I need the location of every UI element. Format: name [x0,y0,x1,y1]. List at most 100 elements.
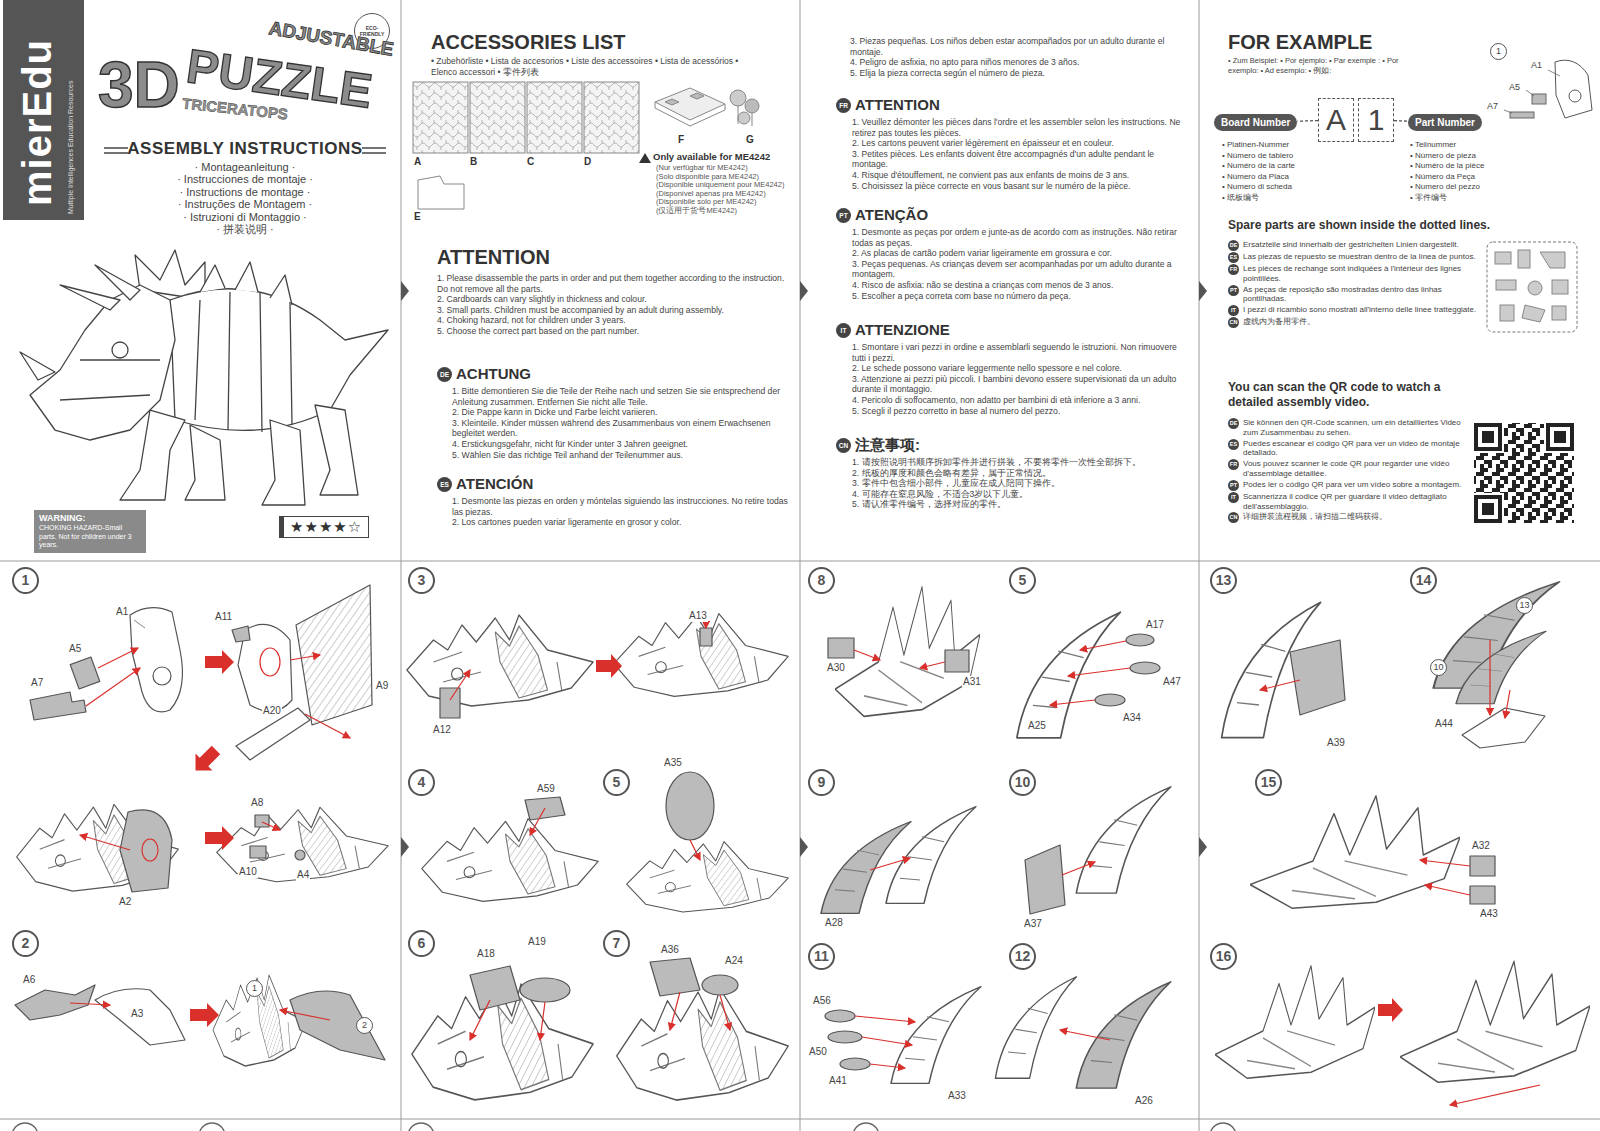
node-text: 5 [605,771,628,794]
translation: Podes ler o código QR para ver um vídeo … [1243,480,1461,490]
product-name: 3D [98,50,180,120]
text-row: ITATTENZIONE [836,322,1191,338]
layout-group: 1. Bitte demontieren Sie die Teile der R… [452,386,789,460]
instruction-item: 3. Attenzione ai pezzi più piccoli. I ba… [852,374,1189,395]
part-label: A10 [238,866,258,878]
layout-group: A6 [22,974,36,986]
number-pill: Board Number [1214,114,1297,131]
part-label: A59 [536,783,556,795]
layout-group: A4 [296,869,310,881]
translation: • Número de tablero [1222,151,1392,162]
section-heading: 注意事项: [855,437,920,453]
part-label: A30 [826,662,846,674]
layout-group: CN注意事项: [836,437,1191,453]
instruction-item: 4. Peligro de asfixia, no apto para niño… [850,57,1185,68]
translation: • Zum Beispiel: • Por ejemplo: • Par exe… [1228,56,1428,75]
layout-group: D [584,156,591,168]
layout-group: DESie können den QR-Code scannen, um ein… [1228,418,1466,524]
language-badge: DE [1228,418,1239,429]
translation: (Disponibile solo per ME4242) [656,198,798,207]
translation: 虚线内为备用零件。 [1243,317,1315,327]
layout-group: 5 [603,769,630,796]
layout-group: 2 [12,930,39,957]
text-row: FRVous pouvez scanner le code QR pour re… [1228,459,1466,479]
step-number: 15 [1255,769,1282,796]
step-number: 3 [408,567,435,594]
layout-group: A41 [828,1075,848,1087]
layout-group: 9 [808,769,835,796]
step-number: 4 [408,769,435,796]
layout-group: 1. Smontare i vari pezzi in ordine e ass… [852,342,1189,416]
translation: · Instrucciones de montaje · [100,173,390,185]
node-text: 2 [14,932,37,955]
text-row: ESPuedes escanear el código QR para ver … [1228,439,1466,459]
language-badge: ES [437,477,452,492]
layout-group: A5 [1508,82,1521,93]
node-text: DE [1228,418,1239,429]
layout-group: ATTENTION [437,245,550,269]
callout-circle: 1 [246,980,263,997]
node-text: ★★★★☆ [290,518,362,536]
number-pill: Part Number [1408,114,1482,131]
layout-group: DEErsatzteile sind innerhalb der gestric… [1228,240,1478,329]
layout-group: A31 [962,676,982,688]
layout-group: A3 [130,1008,144,1020]
translation: • Zubehörliste • Lista de accesorios • L… [431,56,761,77]
layout-group: B [470,156,477,168]
layout-group: A47 [1162,676,1182,688]
step-number: 9 [808,769,835,796]
part-label: A2 [118,896,132,908]
node-text: 13 [1212,569,1235,592]
instruction-item: 1. Bitte demontieren Sie die Teile der R… [452,386,789,407]
language-badge: CN [1228,512,1239,523]
node-text: 11 [810,945,833,968]
part-label: A7 [30,677,44,689]
translation: (Disponible uniquement pour ME4242) [656,181,798,190]
brand-name: mierEdu [14,6,60,206]
layout-group: 4 [408,769,435,796]
instruction-item: 1. Desmonte las piezas en orden y móntel… [452,496,789,517]
layout-group: 11 [808,943,835,970]
node-text: 10 [1011,771,1034,794]
part-label: A5 [68,643,82,655]
part-label: A34 [1122,712,1142,724]
part-label: A4 [296,869,310,881]
node-text: 4 [410,771,433,794]
instruction-item: 5. 请认准零件编号，选择对应的零件。 [852,499,1189,510]
layout-group: A33 [947,1090,967,1102]
layout-group: A13 [688,610,708,622]
text-row: ESLas piezas de repuesto se muestran den… [1228,252,1478,263]
text-row: CN注意事项: [836,437,1191,453]
text-row: PTATENÇÃO [836,207,1191,223]
availability-note: Only available for ME4242 [653,151,770,163]
translation: • Teilnummer [1410,140,1580,151]
dashed-box: A [1318,98,1354,142]
node-text: 3 [410,569,433,592]
node-text: 7 [605,932,628,955]
layout-group: Board Number [1214,114,1297,131]
layout-group: A20 [262,705,282,717]
layout-group: (Nur verfügbar für ME4242)(Solo disponib… [656,164,798,216]
layout-group: A59 [536,783,556,795]
layout-group: • Platinen-Nummer• Número de tablero• Nu… [1222,140,1392,204]
translation: (仅适用于货号ME4242) [656,207,798,216]
layout-group: 16 [1210,943,1237,970]
brand-tagline: Multiple Intelligences Education Resourc… [66,4,75,214]
layout-group: 13 [1516,597,1533,614]
callout-circle: 1 [1490,43,1507,60]
node-text: Part Number [1415,116,1475,129]
part-label: A1 [115,606,129,618]
layout-group: A5 [68,643,82,655]
node-text: PT [1228,480,1239,491]
part-label: A39 [1326,737,1346,749]
layout-group: A32 [1471,840,1491,852]
translation: Las piezas de repuesto se muestran dentr… [1243,252,1476,262]
part-label: A20 [262,705,282,717]
language-badge: ES [1228,439,1239,450]
node-text: 1 [1491,44,1506,59]
section-heading: ACCESSORIES LIST [431,30,625,54]
part-label: A17 [1145,619,1165,631]
node-text: 6 [410,932,433,955]
layout-group: A [1318,98,1354,142]
board-letter: A [414,156,421,168]
